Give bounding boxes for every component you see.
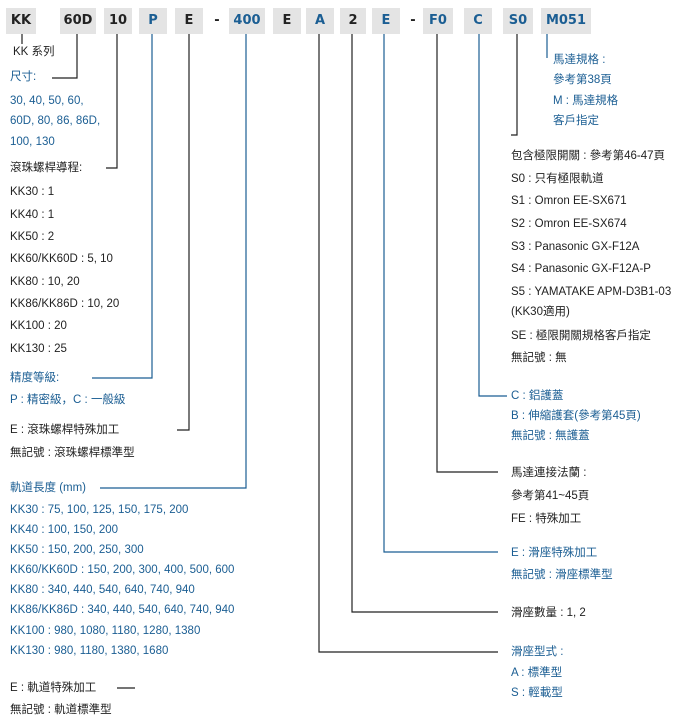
slider-count: 滑座數量 : 1, 2: [511, 607, 586, 619]
slider-special-line: E : 滑座特殊加工: [511, 547, 598, 559]
lead-value: KK86/KK86D : 10, 20: [10, 298, 120, 310]
code-box-rail-length: 400: [229, 8, 265, 34]
code-box-cover: C: [464, 8, 492, 34]
flange-line: 馬達連接法蘭 :: [511, 467, 587, 479]
lead-value: KK50 : 2: [10, 231, 55, 243]
limit-value: S1 : Omron EE-SX671: [511, 195, 627, 207]
screw-standard: 無記號 : 滾珠螺桿標準型: [10, 447, 135, 459]
connector-rail-length: [100, 34, 247, 489]
code-box-slider-special: E: [372, 8, 400, 34]
lead-value: KK30 : 1: [10, 186, 55, 198]
limit-value: SE : 極限開關規格客戶指定: [511, 330, 651, 342]
limit-value: S3 : Panasonic GX-F12A: [511, 241, 640, 253]
accuracy-desc: P : 精密級，C : 一般級: [10, 394, 126, 406]
limit-value: S0 : 只有極限軌道: [511, 173, 604, 185]
series-label: KK 系列: [13, 46, 55, 58]
flange-line: 參考第41~45頁: [511, 490, 590, 502]
rail-length-value: KK80 : 340, 440, 540, 640, 740, 940: [10, 584, 195, 596]
lead-value: KK60/KK60D : 5, 10: [10, 253, 113, 265]
rail-standard: 無記號 : 軌道標準型: [10, 704, 112, 716]
code-box-rail-special: E: [273, 8, 301, 34]
slider-type-line: A : 標準型: [511, 667, 563, 679]
cover-line: 無記號 : 無護蓋: [511, 430, 590, 442]
slider-type-line: 滑座型式 :: [511, 646, 564, 658]
limit-value: (KK30適用): [511, 306, 570, 318]
connector-rail-special: [318, 34, 498, 653]
code-box-screw: E: [175, 8, 203, 34]
motor-spec-line: 客戶指定: [553, 115, 599, 127]
limit-value: S2 : Omron EE-SX674: [511, 218, 627, 230]
code-box-slider-type: A: [306, 8, 334, 34]
code-box-motor: M051: [541, 8, 591, 34]
connector-flange: [436, 34, 498, 473]
size-title: 尺寸:: [10, 71, 37, 83]
connector-slider-count: [351, 34, 498, 613]
lead-value: KK80 : 10, 20: [10, 276, 80, 288]
cover-line: C : 鋁護蓋: [511, 390, 564, 402]
code-box-limit: S0: [503, 8, 533, 34]
lead-value: KK130 : 25: [10, 343, 67, 355]
rail-length-value: KK130 : 980, 1180, 1380, 1680: [10, 645, 169, 657]
connector-limit: [511, 34, 518, 136]
lead-value: KK100 : 20: [10, 320, 67, 332]
rail-length-value: KK30 : 75, 100, 125, 150, 175, 200: [10, 504, 189, 516]
limit-value: S4 : Panasonic GX-F12A-P: [511, 263, 651, 275]
accuracy-title: 精度等級:: [10, 372, 60, 384]
connector-slider-special: [383, 34, 498, 553]
motor-spec-line: 參考第38頁: [553, 74, 612, 86]
screw-special: E : 滾珠螺桿特殊加工: [10, 424, 120, 436]
rail-special: E : 軌道特殊加工: [10, 682, 97, 694]
lead-title: 滾珠螺桿導程:: [10, 162, 83, 174]
motor-spec-line: M : 馬達規格: [553, 95, 619, 107]
connector-screw: [177, 34, 190, 431]
flange-line: FE : 特殊加工: [511, 513, 582, 525]
connector-accuracy: [92, 34, 153, 379]
size-value: 60D, 80, 86, 86D,: [10, 115, 101, 127]
motor-spec-line: 馬達規格 :: [553, 54, 606, 66]
code-separator: -: [410, 13, 416, 28]
rail-length-value: KK86/KK86D : 340, 440, 540, 640, 740, 94…: [10, 604, 235, 616]
code-box-size: 60D: [60, 8, 96, 34]
code-box-flange: F0: [423, 8, 453, 34]
limit-title: 包含極限開關 : 參考第46-47頁: [511, 150, 665, 162]
rail-length-value: KK50 : 150, 200, 250, 300: [10, 544, 144, 556]
rail-length-value: KK40 : 100, 150, 200: [10, 524, 119, 536]
code-box-kk: KK: [6, 8, 36, 34]
rail-length-title: 軌道長度 (mm): [10, 482, 87, 494]
limit-value: S5 : YAMATAKE APM-D3B1-03: [511, 286, 672, 298]
size-value: 30, 40, 50, 60,: [10, 95, 84, 107]
lead-value: KK40 : 1: [10, 209, 55, 221]
connector-lead: [106, 34, 118, 169]
code-box-lead: 10: [104, 8, 132, 34]
code-box-slider-count: 2: [340, 8, 366, 34]
code-box-accuracy: P: [139, 8, 167, 34]
rail-length-value: KK60/KK60D : 150, 200, 300, 400, 500, 60…: [10, 564, 235, 576]
slider-special-line: 無記號 : 滑座標準型: [511, 569, 613, 581]
connector-cover: [478, 34, 507, 397]
size-value: 100, 130: [10, 136, 55, 148]
cover-line: B : 伸縮護套(參考第45頁): [511, 410, 641, 422]
connector-size: [52, 34, 78, 79]
slider-type-line: S : 輕載型: [511, 687, 563, 699]
limit-value: 無記號 : 無: [511, 352, 567, 364]
rail-length-value: KK100 : 980, 1080, 1180, 1280, 1380: [10, 625, 201, 637]
code-separator: -: [214, 13, 220, 28]
